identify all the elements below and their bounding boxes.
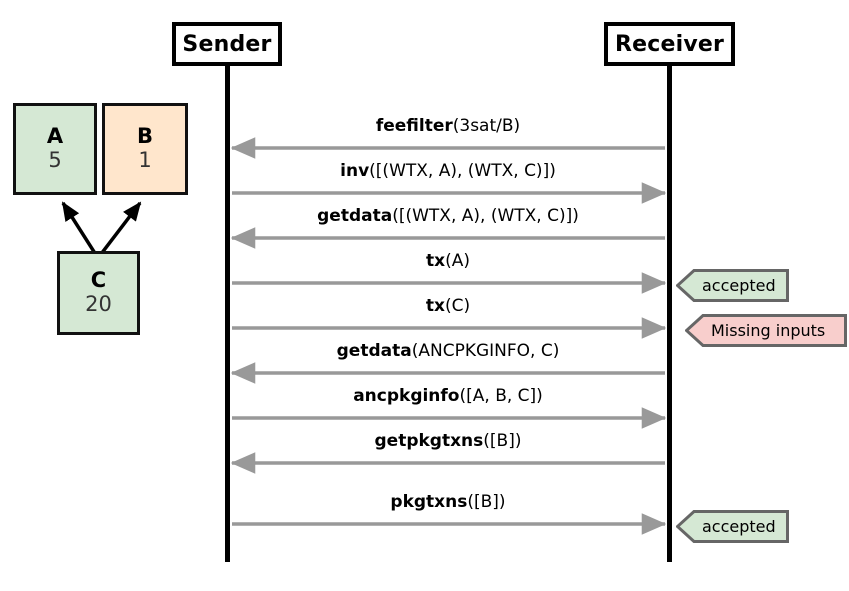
status-badge-missing-inputs-label: Missing inputs	[711, 321, 826, 340]
message-args-8: ([B])	[483, 431, 522, 451]
message-args-7: ([A, B, C])	[459, 386, 543, 406]
message-args-2: ([(WTX, A), (WTX, C)])	[369, 161, 556, 181]
tx-box-c-value: 20	[85, 292, 112, 317]
dependency-arrow-c-to-a	[61, 201, 100, 259]
badge-shape-accepted-b	[676, 510, 789, 543]
tx-box-a-label: A	[46, 124, 64, 149]
message-label-1: feefilter(3sat/B)	[228, 118, 668, 135]
message-args-9: ([B])	[467, 492, 506, 512]
status-badge-accepted-a[interactable]: accepted	[676, 269, 789, 302]
message-label-9: pkgtxns([B])	[228, 494, 668, 511]
message-label-2: inv([(WTX, A), (WTX, C)])	[228, 163, 668, 180]
message-name-8: getpkgtxns	[374, 431, 484, 451]
tx-box-b-label: B	[136, 124, 153, 149]
actor-header-sender[interactable]: Sender	[172, 22, 282, 66]
status-badge-accepted-a-label: accepted	[702, 276, 776, 295]
tx-box-a[interactable]: A 5	[13, 103, 97, 195]
message-name-7: ancpkginfo	[353, 386, 460, 406]
status-badge-accepted-b[interactable]: accepted	[676, 510, 789, 543]
actor-header-receiver[interactable]: Receiver	[604, 22, 735, 66]
message-label-6: getdata(ANCPKGINFO, C)	[228, 343, 668, 360]
status-badge-missing-inputs[interactable]: Missing inputs	[685, 314, 847, 347]
message-name-9: pkgtxns	[390, 492, 468, 512]
tx-box-b[interactable]: B 1	[102, 103, 188, 195]
message-name-6: getdata	[336, 341, 412, 361]
message-label-3: getdata([(WTX, A), (WTX, C)])	[228, 208, 668, 225]
message-name-3: getdata	[317, 206, 393, 226]
dependency-arrow-c-to-b	[96, 201, 142, 260]
message-label-8: getpkgtxns([B])	[228, 433, 668, 450]
message-name-2: inv	[340, 161, 370, 181]
badge-shape-missing-inputs	[685, 314, 847, 347]
message-name-1: feefilter	[375, 116, 453, 136]
message-label-4: tx(A)	[228, 253, 668, 270]
tx-box-b-value: 1	[138, 148, 152, 173]
message-args-1: (3sat/B)	[452, 116, 521, 136]
status-badge-accepted-b-label: accepted	[702, 517, 776, 536]
message-label-5: tx(C)	[228, 298, 668, 315]
message-name-5: tx	[425, 296, 445, 316]
message-args-5: (C)	[444, 296, 471, 316]
actor-label-receiver: Receiver	[614, 31, 725, 57]
badge-shape-accepted-a	[676, 269, 789, 302]
message-label-7: ancpkginfo([A, B, C])	[228, 388, 668, 405]
message-args-6: (ANCPKGINFO, C)	[411, 341, 560, 361]
tx-box-c[interactable]: C 20	[57, 251, 140, 335]
tx-box-c-label: C	[90, 268, 107, 293]
message-args-4: (A)	[445, 251, 470, 271]
actor-label-sender: Sender	[182, 31, 272, 57]
message-args-3: ([(WTX, A), (WTX, C)])	[392, 206, 579, 226]
message-name-4: tx	[426, 251, 446, 271]
tx-box-a-value: 5	[48, 148, 62, 173]
